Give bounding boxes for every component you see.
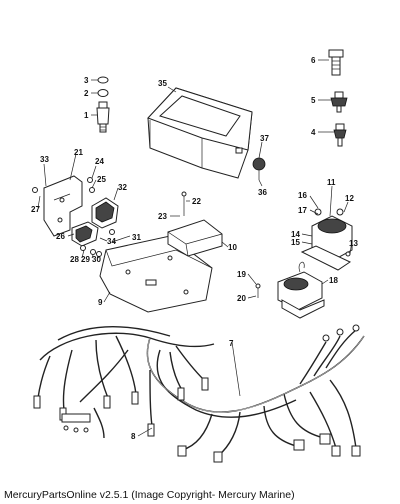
part-2-nut — [97, 89, 109, 97]
callout-33: 33 — [40, 155, 49, 164]
exploded-parts-diagram: 1 2 3 4 5 6 7 8 9 10 11 12 13 14 15 16 1… — [31, 49, 365, 463]
callout-11: 11 — [327, 178, 336, 187]
part-4-switch — [333, 123, 347, 147]
part-35-cover — [147, 87, 253, 179]
part-5-switch — [330, 91, 348, 113]
part-3-washer — [97, 76, 109, 84]
callout-31: 31 — [132, 233, 141, 242]
callout-28: 28 — [70, 255, 79, 264]
callout-12: 12 — [345, 194, 354, 203]
part-11-solenoid — [300, 208, 353, 271]
callout-24: 24 — [95, 157, 104, 166]
callout-36: 36 — [258, 188, 267, 197]
callout-20: 20 — [237, 294, 246, 303]
callout-4: 4 — [311, 128, 316, 137]
callout-29: 29 — [81, 255, 90, 264]
callout-27: 27 — [31, 205, 40, 214]
callout-9: 9 — [98, 298, 103, 307]
callout-26: 26 — [56, 232, 65, 241]
callout-16: 16 — [298, 191, 307, 200]
callout-30: 30 — [92, 255, 101, 264]
callout-22: 22 — [192, 197, 201, 206]
callout-18: 18 — [329, 276, 338, 285]
callout-14: 14 — [291, 230, 300, 239]
callout-2: 2 — [84, 89, 89, 98]
callout-10: 10 — [228, 243, 237, 252]
part-1-sender — [96, 101, 110, 133]
callout-labels: 1 2 3 4 5 6 7 8 9 10 11 12 13 14 15 16 1… — [31, 56, 358, 441]
callout-37: 37 — [260, 134, 269, 143]
callout-25: 25 — [97, 175, 106, 184]
callout-19: 19 — [237, 270, 246, 279]
callout-21: 21 — [74, 148, 83, 157]
callout-34: 34 — [107, 237, 116, 246]
part-32-switch — [91, 197, 119, 229]
copyright-footer: MercuryPartsOnline v2.5.1 (Image Copyrig… — [4, 489, 295, 501]
harness-connectors — [33, 324, 361, 463]
part-18-solenoid — [255, 261, 325, 319]
callout-15: 15 — [291, 238, 300, 247]
callout-8: 8 — [131, 432, 136, 441]
small-fasteners-left — [32, 177, 115, 257]
callout-3: 3 — [84, 76, 89, 85]
part-7-wiring-harness — [33, 324, 365, 463]
part-37-knob — [252, 157, 266, 180]
callout-7: 7 — [229, 339, 234, 348]
callout-17: 17 — [298, 206, 307, 215]
callout-1: 1 — [84, 111, 89, 120]
part-10-bracket — [167, 219, 223, 257]
part-26-relay — [71, 221, 99, 247]
callout-23: 23 — [158, 212, 167, 221]
callout-5: 5 — [311, 96, 316, 105]
part-21-bracket — [43, 175, 83, 237]
leader-lines — [37, 59, 353, 437]
callout-6: 6 — [311, 56, 316, 65]
callout-13: 13 — [349, 239, 358, 248]
part-22-screw — [181, 191, 187, 216]
callout-32: 32 — [118, 183, 127, 192]
callout-35: 35 — [158, 79, 167, 88]
part-6-sender — [328, 49, 344, 76]
